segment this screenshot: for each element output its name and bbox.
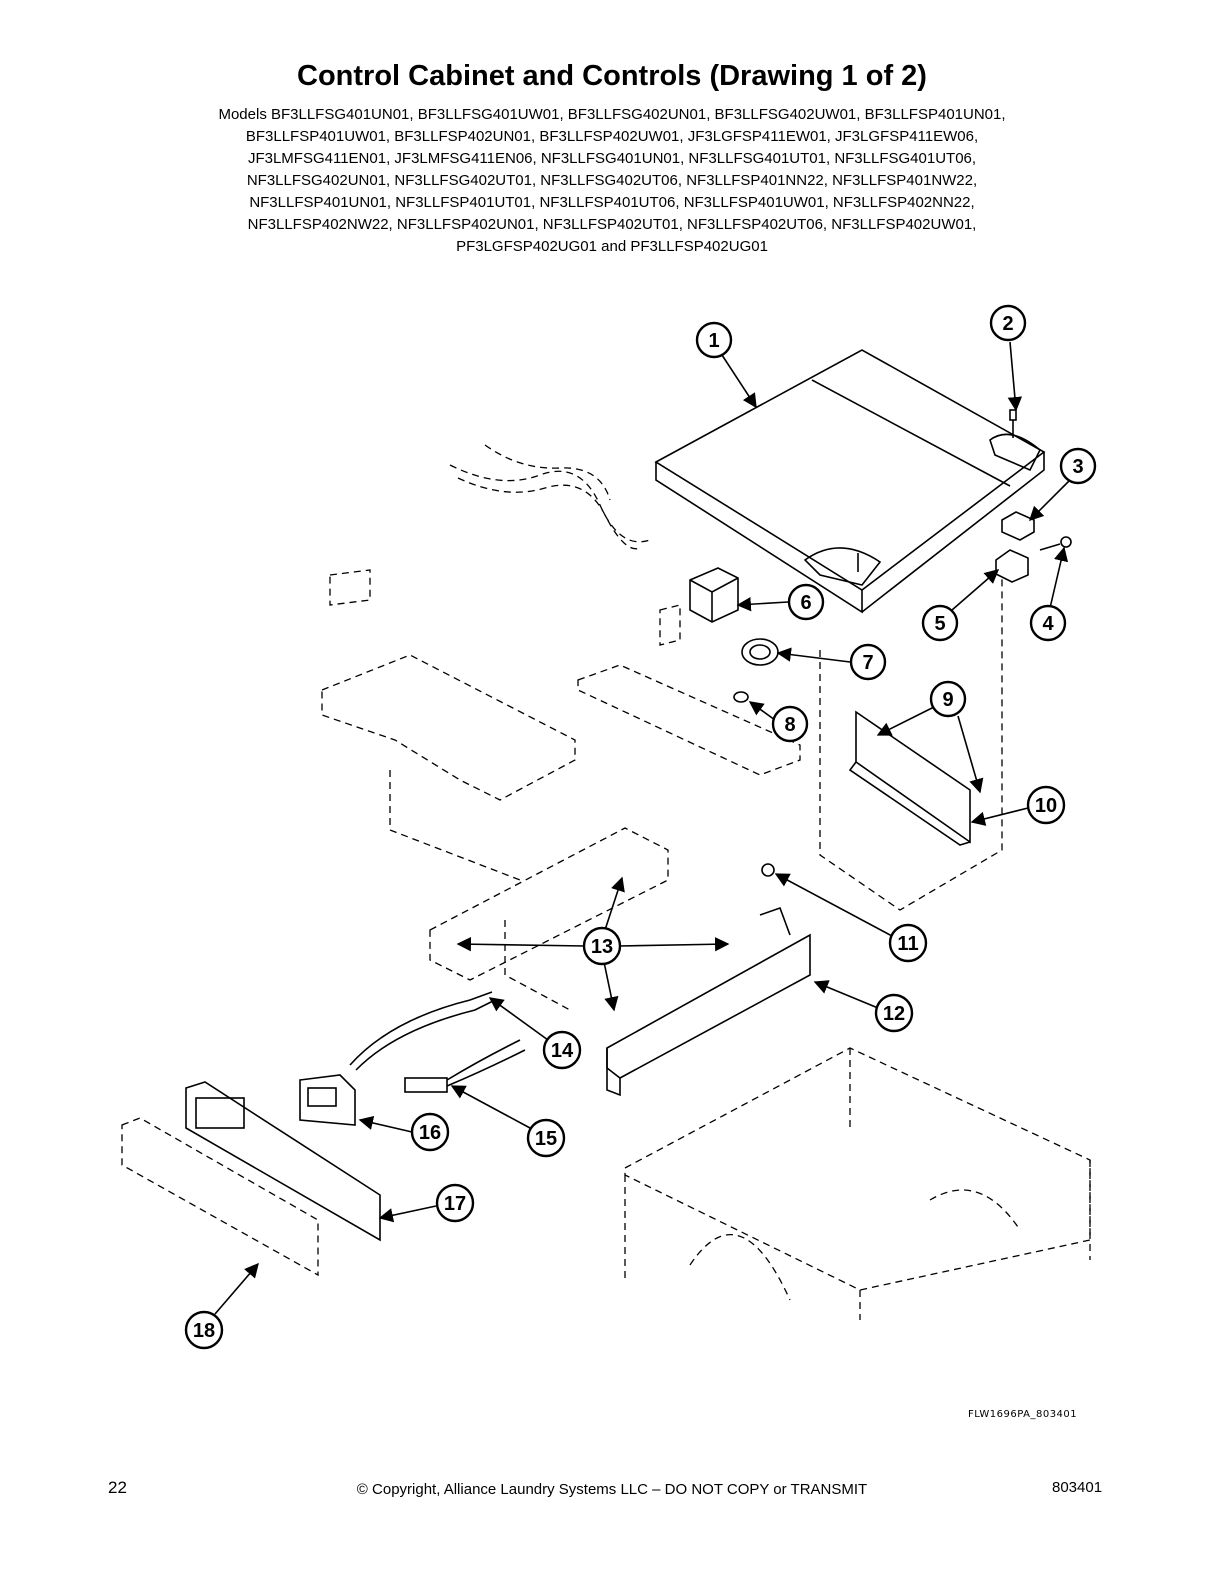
callout-6: 6 — [787, 583, 825, 621]
svg-text:2: 2 — [1002, 313, 1013, 335]
wire-harness-part — [449, 444, 651, 550]
svg-text:11: 11 — [897, 933, 918, 955]
svg-text:16: 16 — [419, 1122, 441, 1144]
model-list-line: PF3LGFSP402UG01 and PF3LLFSP402UG01 — [456, 238, 768, 255]
rear-panel-part — [848, 710, 971, 846]
svg-text:10: 10 — [1035, 795, 1057, 817]
svg-text:15: 15 — [535, 1128, 557, 1150]
callout-12: 12 — [874, 993, 914, 1033]
copyright-notice: © Copyright, Alliance Laundry Systems LL… — [356, 1481, 868, 1498]
overlay-part — [121, 1117, 319, 1277]
dryer-cabinet-outline — [624, 1047, 1091, 1320]
callout-11: 11 — [888, 923, 928, 963]
svg-text:3: 3 — [1072, 456, 1083, 478]
callout-4: 4 — [1029, 604, 1067, 642]
top-cover-part — [654, 349, 1046, 614]
svg-text:7: 7 — [862, 652, 873, 674]
mounting-plate-left — [321, 569, 576, 801]
svg-text:17: 17 — [444, 1193, 466, 1215]
callout-10: 10 — [1026, 785, 1066, 825]
callout-13: 13 — [582, 926, 622, 966]
svg-text:9: 9 — [942, 689, 953, 711]
callout-1: 1 — [695, 321, 733, 359]
svg-text:18: 18 — [193, 1320, 215, 1342]
svg-text:5: 5 — [934, 613, 945, 635]
mounting-plate-right — [577, 604, 801, 776]
control-board-part — [299, 1074, 356, 1126]
callout-8: 8 — [771, 705, 809, 743]
callout-3: 3 — [1059, 447, 1097, 485]
callout-17: 17 — [435, 1183, 475, 1223]
pressure-switch-part — [741, 638, 779, 666]
callout-18: 18 — [184, 1310, 224, 1350]
model-list-line: NF3LLFSP402NW22, NF3LLFSP402UN01, NF3LLF… — [247, 216, 977, 233]
harness-14-part — [349, 991, 496, 1071]
model-list-line: JF3LMFSG411EN01, JF3LMFSG411EN06, NF3LLF… — [247, 150, 977, 167]
svg-text:13: 13 — [591, 936, 613, 958]
callout-2: 2 — [989, 304, 1027, 342]
callout-5: 5 — [921, 604, 959, 642]
page-title: Control Cabinet and Controls (Drawing 1 … — [297, 60, 927, 92]
leader-lines — [214, 341, 1071, 1315]
relay-part — [689, 567, 739, 623]
callout-9: 9 — [929, 680, 967, 718]
connector-15-part — [404, 1039, 526, 1093]
svg-text:8: 8 — [784, 714, 795, 736]
callout-7: 7 — [849, 643, 887, 681]
console-bracket-part — [606, 906, 811, 1097]
front-panel-part — [185, 1081, 381, 1242]
hinge-bracket-part — [995, 511, 1072, 583]
document-number: 803401 — [1052, 1479, 1103, 1496]
svg-text:12: 12 — [883, 1003, 905, 1025]
drawing-code: FLW1696PA_803401 — [968, 1409, 1078, 1420]
model-list: Models BF3LLFSG401UN01, BF3LLFSG401UW01,… — [110, 104, 1114, 258]
svg-text:4: 4 — [1042, 613, 1054, 635]
callout-16: 16 — [410, 1112, 450, 1152]
svg-text:1: 1 — [708, 330, 719, 352]
control-cabinet-frame — [389, 575, 1003, 1011]
callout-15: 15 — [526, 1118, 566, 1158]
page-number: 22 — [108, 1478, 127, 1497]
nut-part — [761, 863, 775, 877]
model-list-line: Models BF3LLFSG401UN01, BF3LLFSG401UW01,… — [218, 106, 1006, 123]
model-list-line: NF3LLFSP401UN01, NF3LLFSP401UT01, NF3LLF… — [249, 194, 975, 211]
svg-text:6: 6 — [800, 592, 811, 614]
model-list-line: BF3LLFSP401UW01, BF3LLFSP402UN01, BF3LLF… — [245, 128, 979, 145]
callout-14: 14 — [542, 1030, 582, 1070]
model-list-line: NF3LLFSG402UN01, NF3LLFSG402UT01, NF3LLF… — [246, 172, 978, 189]
grommet-part — [733, 691, 749, 703]
svg-text:14: 14 — [551, 1040, 574, 1062]
